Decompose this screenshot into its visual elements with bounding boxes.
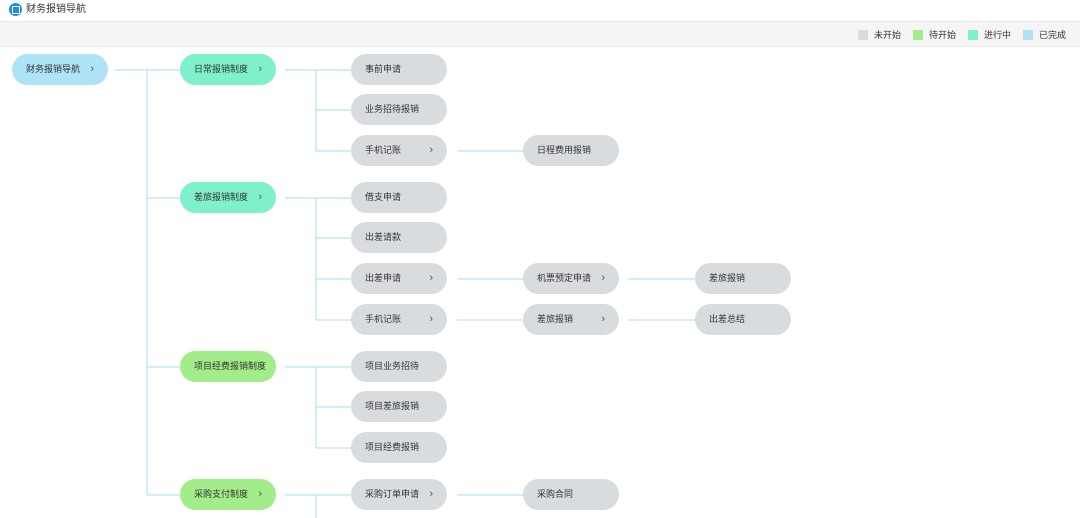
node-project-travel[interactable]: 项目差旅报销 bbox=[351, 391, 447, 422]
node-label: 项目经费报销 bbox=[365, 442, 420, 452]
node-hospitality-reimbursement[interactable]: 业务招待报销 bbox=[351, 94, 447, 125]
legend-label: 已完成 bbox=[1038, 30, 1066, 40]
app-logo-icon bbox=[9, 3, 22, 16]
node-travel-reimbursement[interactable]: 差旅报销 bbox=[695, 263, 791, 294]
nav-root-node[interactable]: 财务报销导航 › bbox=[12, 54, 108, 85]
node-trip-fund-request[interactable]: 出差请款 bbox=[351, 222, 447, 253]
node-trip-application[interactable]: 出差申请 › bbox=[351, 263, 447, 294]
chevron-right-icon: › bbox=[258, 63, 262, 75]
node-label: 手机记账 bbox=[365, 145, 402, 155]
node-label: 项目经费报销制度 bbox=[194, 361, 267, 371]
chevron-right-icon: › bbox=[90, 63, 94, 75]
node-label: 日常报销制度 bbox=[194, 64, 249, 74]
node-ticket-booking[interactable]: 机票预定申请 › bbox=[523, 263, 619, 294]
node-label: 业务招待报销 bbox=[365, 104, 420, 114]
node-label: 项目业务招待 bbox=[365, 361, 420, 371]
legend-item-completed: 已完成 bbox=[1022, 28, 1066, 41]
category-project-expense[interactable]: 项目经费报销制度 bbox=[180, 351, 276, 382]
node-project-expense[interactable]: 项目经费报销 bbox=[351, 432, 447, 463]
node-label: 出差请款 bbox=[365, 232, 402, 242]
legend-label: 待开始 bbox=[928, 30, 956, 40]
node-label: 差旅报销 bbox=[709, 273, 746, 283]
legend-item-in-progress: 进行中 bbox=[967, 28, 1011, 41]
legend-swatch bbox=[967, 29, 978, 40]
chevron-right-icon: › bbox=[601, 313, 605, 325]
node-pre-application[interactable]: 事前申请 bbox=[351, 54, 447, 85]
node-trip-summary[interactable]: 出差总结 bbox=[695, 304, 791, 335]
legend-bar: 未开始 待开始 进行中 已完成 bbox=[0, 21, 1080, 47]
node-label: 采购支付制度 bbox=[194, 489, 249, 499]
chevron-right-icon: › bbox=[429, 144, 433, 156]
legend-label: 未开始 bbox=[873, 30, 901, 40]
chevron-right-icon: › bbox=[258, 191, 262, 203]
node-label: 借支申请 bbox=[365, 192, 402, 202]
legend-item-pending: 待开始 bbox=[912, 28, 956, 41]
node-travel-reimbursement-2[interactable]: 差旅报销 › bbox=[523, 304, 619, 335]
category-travel-reimbursement[interactable]: 差旅报销制度 › bbox=[180, 182, 276, 213]
flow-canvas: 财务报销导航 › 日常报销制度 › 事前申请 业务招待报销 手机记账 › 日程费… bbox=[0, 47, 1080, 518]
category-procurement-payment[interactable]: 采购支付制度 › bbox=[180, 479, 276, 510]
node-label: 机票预定申请 bbox=[537, 273, 592, 283]
legend-swatch bbox=[912, 29, 923, 40]
chevron-right-icon: › bbox=[429, 272, 433, 284]
node-purchase-order[interactable]: 采购订单申请 › bbox=[351, 479, 447, 510]
node-label: 项目差旅报销 bbox=[365, 401, 420, 411]
node-label: 日程费用报销 bbox=[537, 145, 592, 155]
node-label: 手机记账 bbox=[365, 314, 402, 324]
node-project-hospitality[interactable]: 项目业务招待 bbox=[351, 351, 447, 382]
title-bar: 财务报销导航 bbox=[0, 0, 1080, 21]
legend-swatch bbox=[1022, 29, 1033, 40]
app-title: 财务报销导航 bbox=[26, 4, 86, 15]
node-label: 采购合同 bbox=[537, 489, 574, 499]
node-loan-application[interactable]: 借支申请 bbox=[351, 182, 447, 213]
legend-swatch bbox=[857, 29, 868, 40]
category-daily-reimbursement[interactable]: 日常报销制度 › bbox=[180, 54, 276, 85]
node-schedule-expense[interactable]: 日程费用报销 bbox=[523, 135, 619, 166]
node-label: 差旅报销 bbox=[537, 314, 574, 324]
node-label: 出差申请 bbox=[365, 273, 402, 283]
node-label: 出差总结 bbox=[709, 314, 746, 324]
node-purchase-contract[interactable]: 采购合同 bbox=[523, 479, 619, 510]
connector-lines bbox=[115, 69, 695, 518]
node-label: 财务报销导航 bbox=[26, 64, 81, 74]
status-legend: 未开始 待开始 进行中 已完成 bbox=[846, 28, 1066, 41]
node-mobile-bookkeeping-travel[interactable]: 手机记账 › bbox=[351, 304, 447, 335]
node-mobile-bookkeeping[interactable]: 手机记账 › bbox=[351, 135, 447, 166]
chevron-right-icon: › bbox=[258, 488, 262, 500]
chevron-right-icon: › bbox=[601, 272, 605, 284]
node-label: 采购订单申请 bbox=[365, 489, 420, 499]
legend-label: 进行中 bbox=[983, 30, 1011, 40]
node-label: 事前申请 bbox=[365, 64, 402, 74]
chevron-right-icon: › bbox=[429, 488, 433, 500]
chevron-right-icon: › bbox=[429, 313, 433, 325]
legend-item-not-started: 未开始 bbox=[857, 28, 901, 41]
node-label: 差旅报销制度 bbox=[194, 192, 249, 202]
